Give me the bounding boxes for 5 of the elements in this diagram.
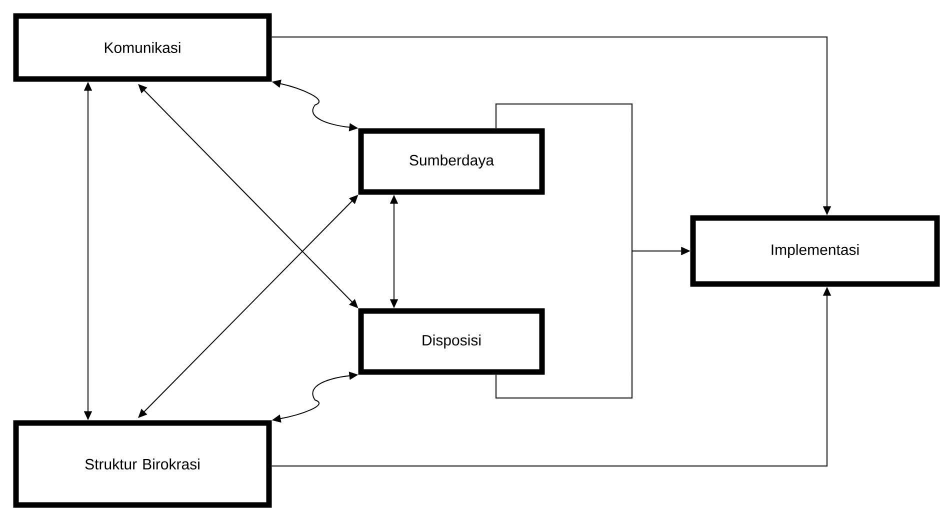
process-box: Komunikasi (13, 13, 272, 82)
process-box: Implementasi (690, 215, 940, 287)
process-box: Sumberdaya (358, 128, 545, 195)
process-box: Struktur Birokrasi (13, 420, 272, 508)
process-box: Disposisi (358, 308, 545, 375)
